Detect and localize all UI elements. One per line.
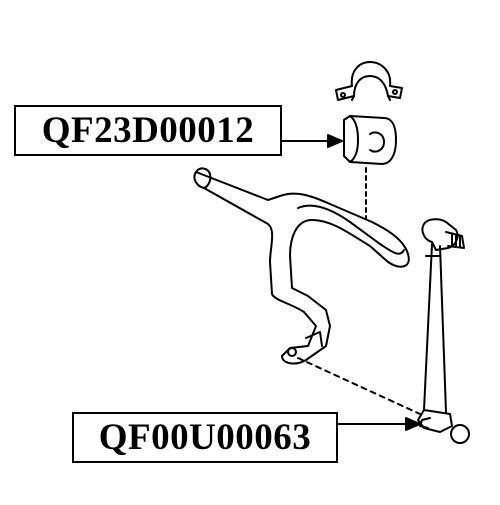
bottom-callout-arrow [337, 417, 421, 431]
top-callout-arrow [281, 134, 343, 148]
part-number-label-link: QF00U00063 [72, 412, 338, 463]
link-guide-line [297, 357, 421, 415]
part-number-label-bushing: QF23D00012 [14, 105, 282, 156]
stabilizer-bushing [343, 115, 397, 165]
stabilizer-bracket [335, 61, 403, 101]
stabilizer-link [417, 218, 470, 444]
stabilizer-bar [193, 167, 410, 365]
